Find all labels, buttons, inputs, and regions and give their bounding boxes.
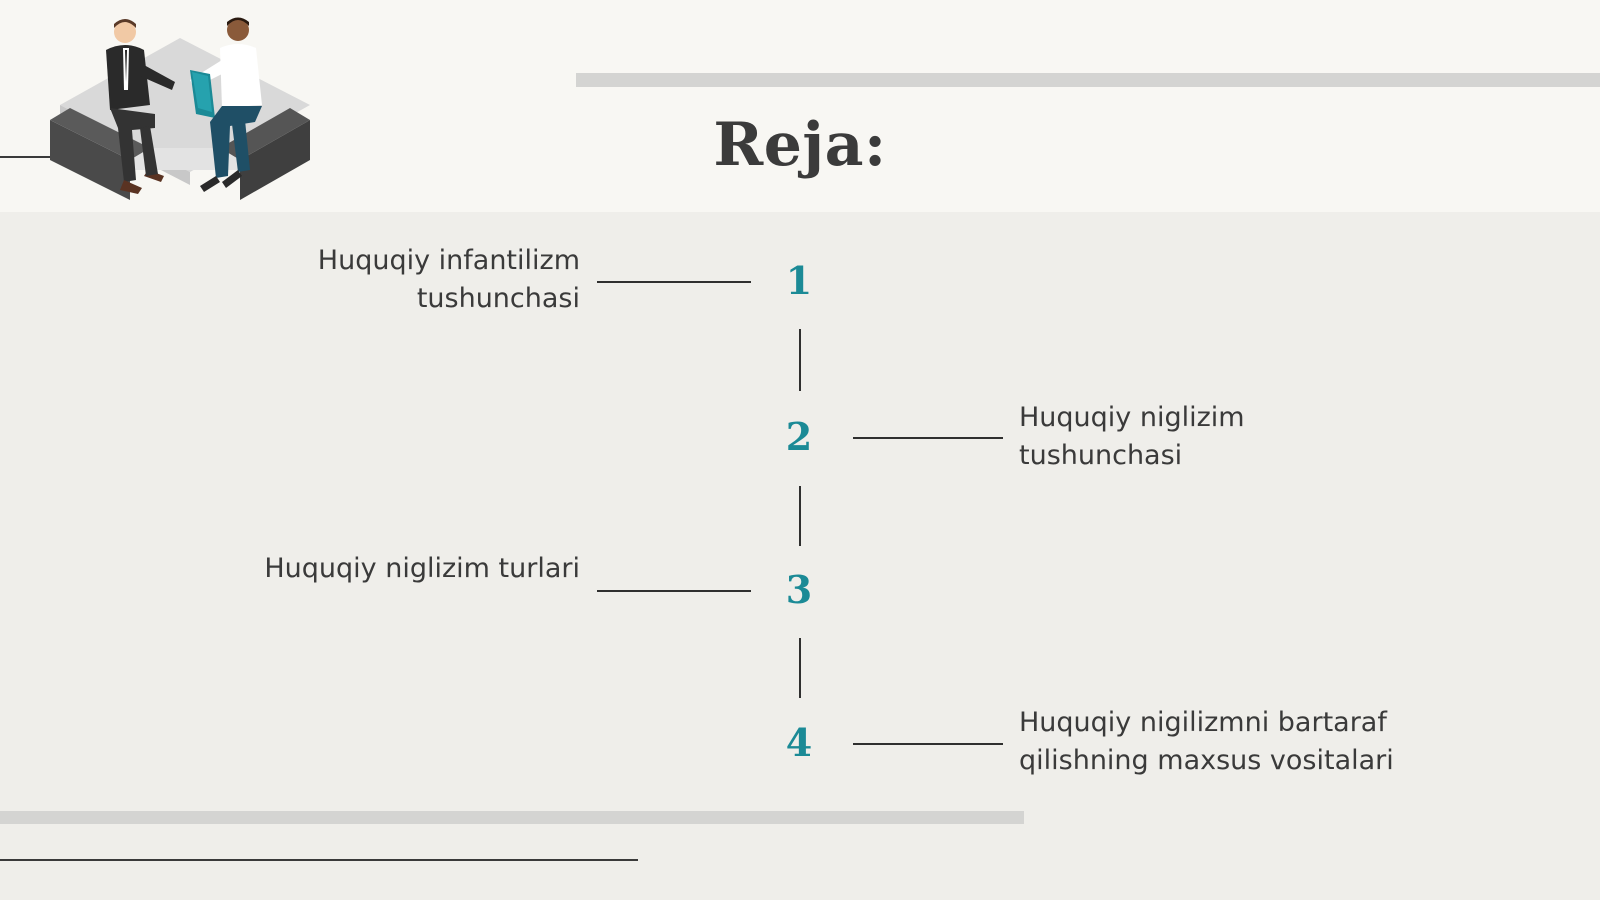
plan-item-3-number: 3 (785, 567, 813, 612)
plan-item-1-number: 1 (785, 258, 813, 303)
plan-item-4-connector (853, 743, 1003, 745)
meeting-illustration (50, 17, 310, 200)
plan-item-3-connector (597, 590, 751, 592)
plan-item-1-text: Huquqiy infantilizm tushunchasi (317, 245, 580, 314)
plan-item-1-connector (597, 281, 751, 283)
slide-title: Reja: (713, 110, 887, 180)
plan-item-2-number: 2 (785, 414, 813, 459)
timeline-segment-2 (799, 486, 801, 546)
plan-item-4-number: 4 (785, 720, 813, 765)
timeline-segment-3 (799, 638, 801, 698)
plan-item-2-connector (853, 437, 1003, 439)
plan-item-4-text: Huquqiy nigilizmni bartaraf qilishning m… (1019, 707, 1394, 776)
decorative-line-bottom (0, 859, 638, 861)
plan-item-3-text: Huquqiy niglizim turlari (264, 553, 580, 584)
plan-item-2-text: Huquqiy niglizim tushunchasi (1019, 402, 1245, 471)
decorative-bar-top (576, 73, 1600, 87)
content-area (0, 212, 1600, 900)
decorative-bar-bottom (0, 811, 1024, 824)
timeline-segment-1 (799, 329, 801, 391)
